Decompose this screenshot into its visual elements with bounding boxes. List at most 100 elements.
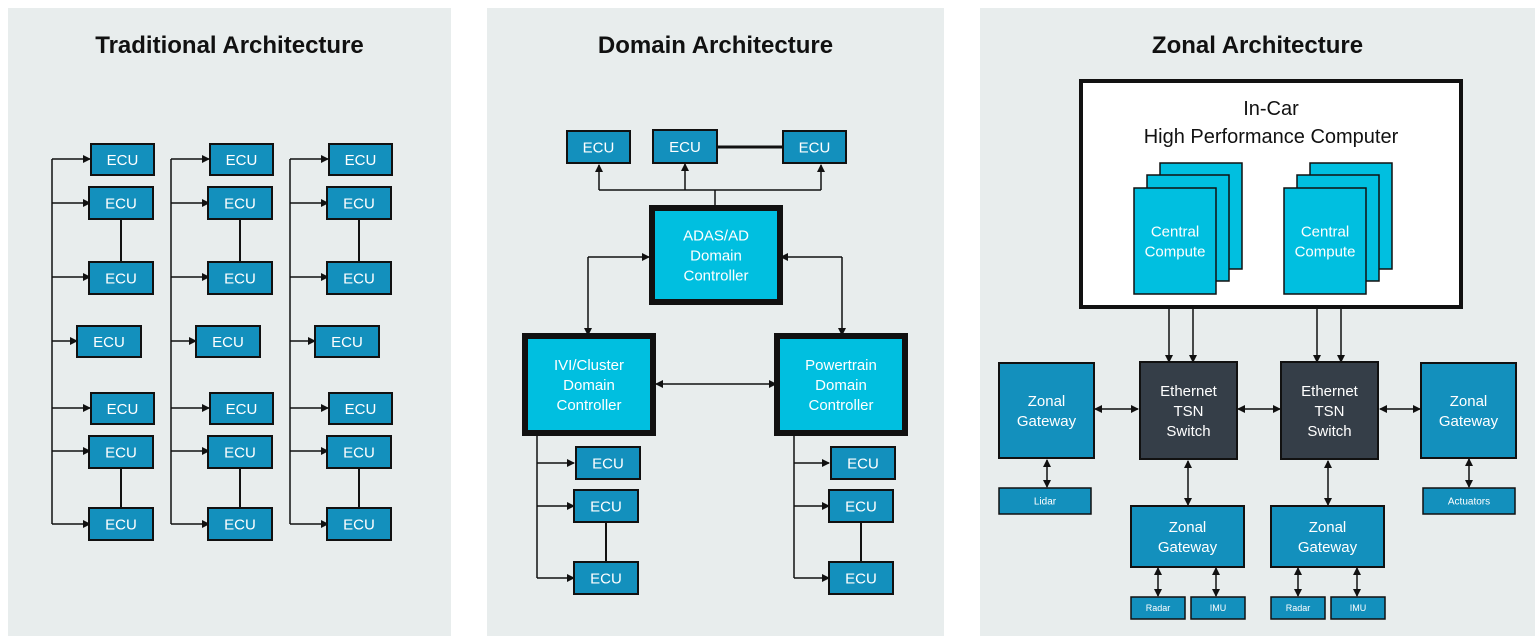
ethernet-tsn-switch-left-label: TSN xyxy=(1174,403,1204,420)
ethernet-tsn-switch-right-rect xyxy=(1280,361,1379,460)
central-compute-label: Central xyxy=(1301,223,1349,240)
ecu-box-rect xyxy=(782,130,847,164)
ecu-box: ECU xyxy=(207,186,273,220)
ecu-box-rect xyxy=(326,186,392,220)
zonal-gateway-bottom-left-label: Gateway xyxy=(1158,539,1218,556)
central-compute-label: Compute xyxy=(1145,243,1206,260)
ecu-box-label: ECU xyxy=(226,152,258,169)
ivi-cluster-domain-controller-label: Controller xyxy=(556,397,621,414)
ecu-box: ECU xyxy=(88,186,154,220)
ecu-box-label: ECU xyxy=(93,334,125,351)
ecu-box-label: ECU xyxy=(105,195,137,212)
ecu-box: ECU xyxy=(573,561,639,595)
lidar-box-rect xyxy=(998,487,1092,515)
central-compute-rect xyxy=(1133,187,1217,295)
ethernet-tsn-switch-right-label: TSN xyxy=(1315,403,1345,420)
ethernet-tsn-switch-right-label: Switch xyxy=(1307,423,1351,440)
zonal-gateway-right-rect xyxy=(1420,362,1517,459)
ecu-box: ECU xyxy=(575,446,641,480)
ecu-box-label: ECU xyxy=(343,444,375,461)
zonal-gateway-bottom-right-label: Gateway xyxy=(1298,539,1358,556)
actuators-box-label: Actuators xyxy=(1448,497,1490,508)
zonal-gateway-left-rect xyxy=(998,362,1095,459)
actuators-box: Actuators xyxy=(1422,487,1516,515)
ecu-box-label: ECU xyxy=(105,516,137,533)
ecu-box-label: ECU xyxy=(224,270,256,287)
ecu-box-label: ECU xyxy=(224,516,256,533)
ecu-box-label: ECU xyxy=(847,455,879,472)
ecu-box-rect xyxy=(828,489,894,523)
adas-domain-controller-label: Domain xyxy=(690,247,742,264)
ecu-box-rect xyxy=(207,435,273,469)
ecu-box: ECU xyxy=(207,261,273,295)
ecu-box-rect xyxy=(90,392,155,425)
traditional-title: Traditional Architecture xyxy=(95,32,364,59)
ecu-box-label: ECU xyxy=(669,139,701,156)
ecu-box-rect xyxy=(314,325,380,358)
ecu-box-rect xyxy=(328,392,393,425)
ecu-box-rect xyxy=(88,507,154,541)
ecu-box-label: ECU xyxy=(799,139,831,156)
ecu-box: ECU xyxy=(828,489,894,523)
ecu-box: ECU xyxy=(209,392,274,425)
ecu-box: ECU xyxy=(326,261,392,295)
ecu-box: ECU xyxy=(209,143,274,176)
ecu-box: ECU xyxy=(88,435,154,469)
powertrain-domain-controller-rect xyxy=(774,333,908,436)
adas-domain-controller-rect xyxy=(649,205,783,305)
ecu-box-rect xyxy=(88,435,154,469)
ecu-box-label: ECU xyxy=(105,270,137,287)
ecu-box-label: ECU xyxy=(345,152,377,169)
zonal-gateway-left-label: Gateway xyxy=(1017,413,1077,430)
radar-box-left-rect xyxy=(1130,596,1186,620)
imu-box-left: IMU xyxy=(1190,596,1246,620)
ecu-box: ECU xyxy=(326,507,392,541)
ecu-box-label: ECU xyxy=(583,139,615,156)
ecu-box-rect xyxy=(195,325,261,358)
ecu-box-rect xyxy=(566,130,631,164)
ecu-box: ECU xyxy=(566,130,631,164)
in-car-hpc-label: In-Car xyxy=(1243,98,1299,120)
zonal-gateway-right-label: Gateway xyxy=(1439,413,1499,430)
ivi-cluster-domain-controller-label: Domain xyxy=(563,377,615,394)
ecu-box: ECU xyxy=(328,392,393,425)
zonal-gateway-left-label: Zonal xyxy=(1028,393,1066,410)
imu-box-right-rect xyxy=(1330,596,1386,620)
ecu-box-rect xyxy=(326,435,392,469)
ecu-box-label: ECU xyxy=(343,195,375,212)
ethernet-tsn-switch-left-label: Switch xyxy=(1166,423,1210,440)
ecu-box-label: ECU xyxy=(845,498,877,515)
ecu-box-rect xyxy=(76,325,142,358)
ethernet-tsn-switch-left-rect xyxy=(1139,361,1238,460)
domain-panel: Domain Architecture xyxy=(487,8,944,636)
imu-box-right: IMU xyxy=(1330,596,1386,620)
ecu-box: ECU xyxy=(314,325,380,358)
ecu-box: ECU xyxy=(652,129,718,164)
imu-box-left-label: IMU xyxy=(1210,603,1227,613)
radar-box-right-rect xyxy=(1270,596,1326,620)
lidar-box-label: Lidar xyxy=(1034,497,1057,508)
ecu-box: ECU xyxy=(88,261,154,295)
ecu-box: ECU xyxy=(328,143,393,176)
ecu-box-label: ECU xyxy=(107,152,139,169)
radar-box-left-label: Radar xyxy=(1146,603,1171,613)
ecu-box-rect xyxy=(326,261,392,295)
ecu-box: ECU xyxy=(573,489,639,523)
ethernet-tsn-switch-left-label: Ethernet xyxy=(1160,383,1218,400)
ecu-box: ECU xyxy=(830,446,896,480)
ecu-box-label: ECU xyxy=(224,195,256,212)
ecu-box-label: ECU xyxy=(590,498,622,515)
zonal-gateway-bottom-left-rect xyxy=(1130,505,1245,568)
ecu-box-rect xyxy=(209,392,274,425)
zonal-title: Zonal Architecture xyxy=(1151,32,1364,59)
ecu-box-rect xyxy=(90,143,155,176)
ecu-box-label: ECU xyxy=(105,444,137,461)
ecu-box-rect xyxy=(207,261,273,295)
zonal-gateway-bottom-right-label: Zonal xyxy=(1309,519,1347,536)
